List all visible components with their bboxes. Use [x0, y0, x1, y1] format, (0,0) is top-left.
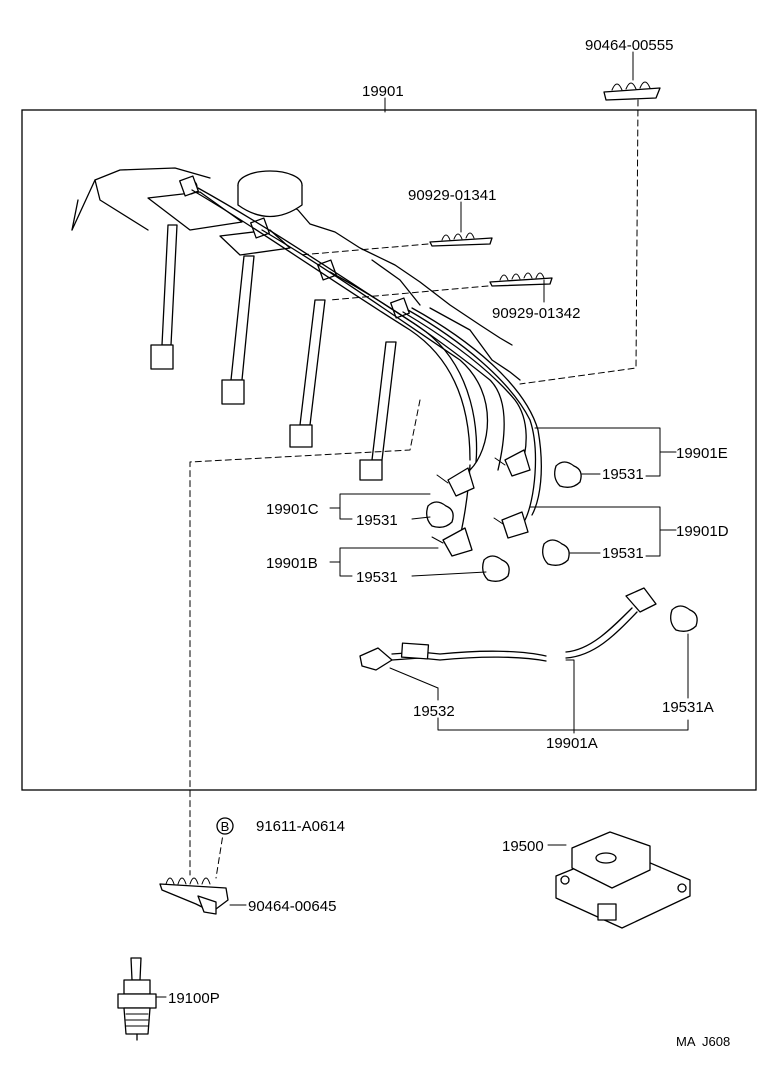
clamp-90464-00555-icon	[603, 81, 661, 101]
label-19901e: 19901E	[676, 445, 728, 462]
bracket-19901e	[534, 427, 677, 477]
bolt-icon: B	[216, 817, 234, 835]
cord-end-connectors	[431, 449, 531, 557]
distributor-cap	[237, 170, 303, 218]
ignition-coil-icon	[555, 831, 691, 929]
label-19901c: 19901C	[266, 501, 319, 518]
bolt-symbol: B	[221, 819, 230, 834]
label-91611-a0614: 91611-A0614	[256, 818, 345, 835]
bracket-19901d	[529, 506, 677, 557]
label-19500: 19500	[502, 838, 544, 855]
label-90464-00645: 90464-00645	[248, 898, 336, 915]
bracket-19901b	[329, 547, 487, 577]
label-19901b: 19901B	[266, 555, 318, 572]
label-90929-01342: 90929-01342	[492, 305, 580, 322]
label-19531-c: 19531	[356, 512, 398, 529]
label-19901d: 19901D	[676, 523, 729, 540]
spark-plug-icon	[117, 957, 157, 1041]
label-90464-00555: 90464-00555	[585, 37, 673, 54]
ignition-cords	[191, 187, 542, 546]
label-19531-b: 19531	[356, 569, 398, 586]
label-19531-d: 19531	[602, 545, 644, 562]
label-19531a: 19531A	[662, 699, 714, 716]
label-19901: 19901	[362, 83, 404, 100]
assembly-frame	[21, 109, 757, 791]
diagram-code: MA J608	[676, 1034, 730, 1049]
wire-terminals	[179, 175, 410, 319]
label-90929-01341: 90929-01341	[408, 187, 496, 204]
leaders-misc	[149, 51, 634, 998]
label-19531-e: 19531	[602, 466, 644, 483]
bracket-19901a	[389, 633, 689, 734]
clamp-90929-01341-icon	[429, 232, 493, 247]
bracket-19901c	[329, 493, 431, 520]
plug-tubes	[150, 224, 397, 481]
cord-19901a-icon	[359, 587, 657, 671]
clamp-90929-01342-icon	[489, 272, 553, 287]
label-19100p: 19100P	[168, 990, 220, 1007]
boot-19531-icon	[426, 461, 698, 632]
engine-head-outline	[71, 167, 521, 381]
label-19901a: 19901A	[546, 735, 598, 752]
label-19532: 19532	[413, 703, 455, 720]
clamp-90464-00645-icon	[159, 877, 229, 915]
dashed-leaders	[189, 99, 639, 879]
